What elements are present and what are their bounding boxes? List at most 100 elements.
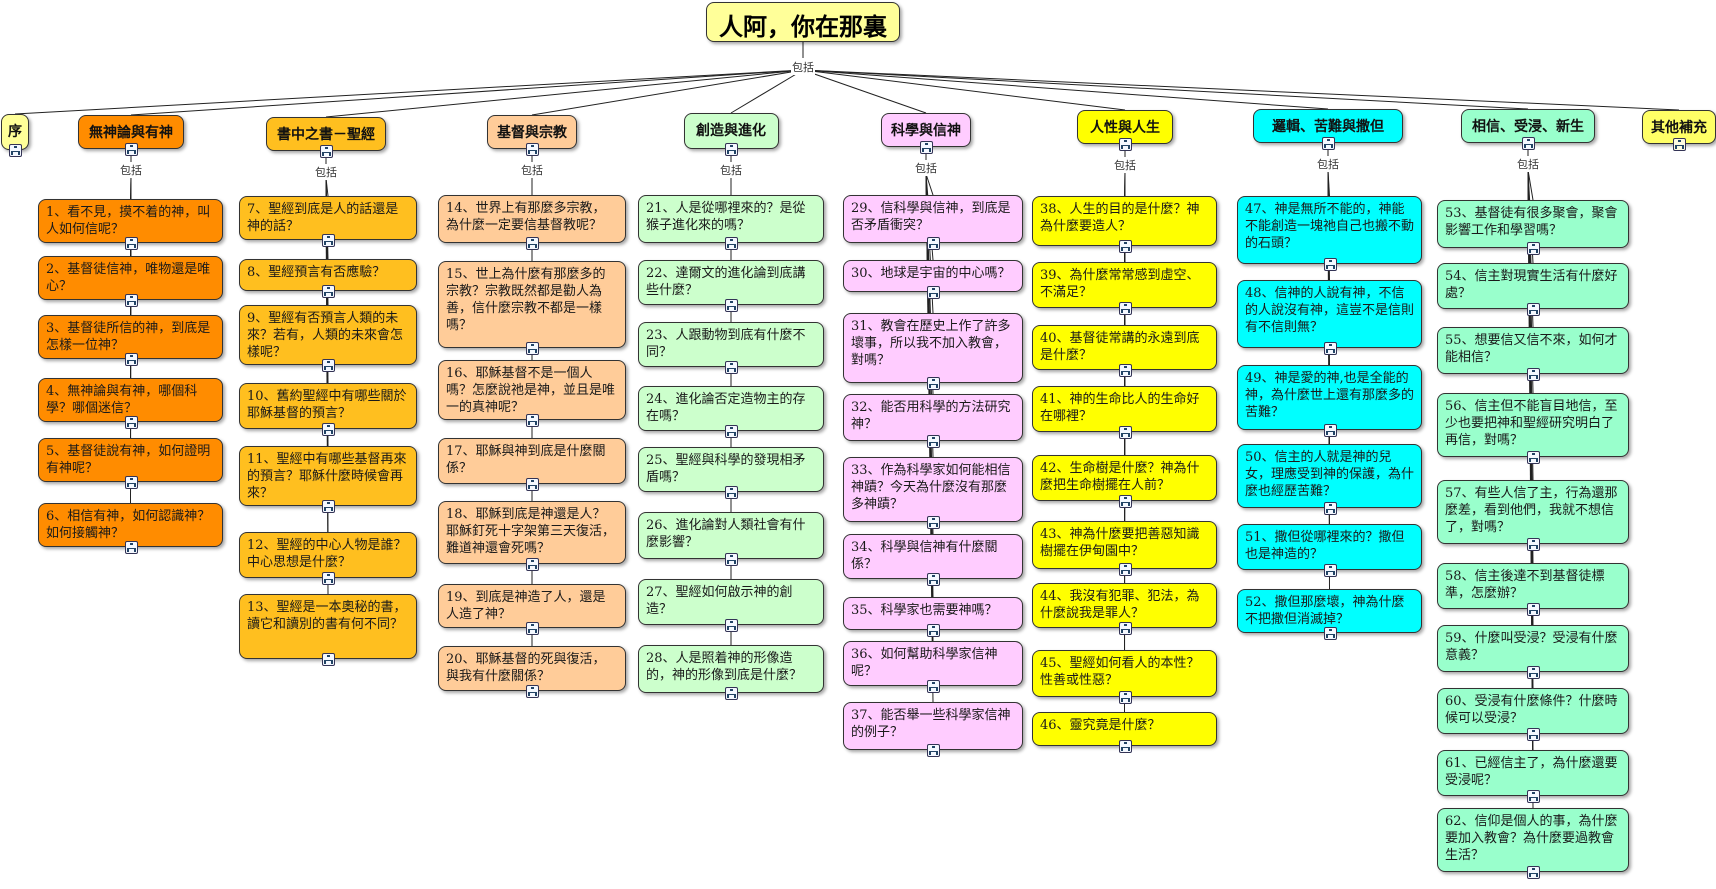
question-node[interactable]: 40、基督徒常講的永遠到底是什麼？ xyxy=(1032,325,1217,370)
submap-icon[interactable] xyxy=(322,359,335,372)
question-node[interactable]: 49、神是愛的神,也是全能的神，為什麼世上還有那麼多的苦難？ xyxy=(1237,365,1422,430)
question-node[interactable]: 7、聖經到底是人的話還是神的話？ xyxy=(239,196,417,240)
submap-icon[interactable] xyxy=(1323,424,1337,437)
question-node[interactable]: 24、進化論否定造物主的存在嗎？ xyxy=(638,386,824,431)
question-node[interactable]: 43、神為什麼要把善惡知識樹擺在伊甸園中？ xyxy=(1032,521,1217,569)
submap-icon[interactable] xyxy=(927,286,940,299)
question-node[interactable]: 34、科學與信神有什麼關係？ xyxy=(843,534,1023,579)
submap-icon[interactable] xyxy=(526,478,539,491)
submap-icon[interactable] xyxy=(322,500,335,513)
submap-icon[interactable] xyxy=(1119,138,1132,151)
submap-icon[interactable] xyxy=(1527,538,1540,551)
submap-icon[interactable] xyxy=(322,285,335,298)
question-node[interactable]: 19、到底是神造了人，還是人造了神？ xyxy=(438,584,626,628)
question-node[interactable]: 2、基督徒信神，唯物還是唯心？ xyxy=(38,256,223,300)
submap-icon[interactable] xyxy=(1527,451,1540,464)
question-node[interactable]: 28、人是照着神的形像造的，神的形像到底是什麼？ xyxy=(638,645,824,693)
question-node[interactable]: 57、有些人信了主，行為還那麼差，看到他們，我就不想信了，對嗎？ xyxy=(1437,480,1629,544)
submap-icon[interactable] xyxy=(322,234,335,247)
question-node[interactable]: 42、生命樹是什麼？神為什麼把生命樹擺在人前？ xyxy=(1032,455,1217,501)
submap-icon[interactable] xyxy=(1323,258,1337,271)
question-node[interactable]: 4、無神論與有神，哪個科學？哪個迷信？ xyxy=(38,378,223,422)
submap-icon[interactable] xyxy=(1118,426,1132,439)
question-node[interactable]: 59、什麼叫受浸？受浸有什麼意義？ xyxy=(1437,625,1629,672)
submap-icon[interactable] xyxy=(1118,740,1132,753)
submap-icon[interactable] xyxy=(1323,564,1337,577)
question-node[interactable]: 9、聖經有否預言人類的未來？若有，人類的未來會怎樣呢？ xyxy=(239,305,417,365)
question-node[interactable]: 11、聖經中有哪些基督再來的預言？耶穌什麼時候會再來？ xyxy=(239,446,417,506)
submap-icon[interactable] xyxy=(1118,302,1132,315)
submap-icon[interactable] xyxy=(927,680,940,693)
category-c1[interactable]: 無神論與有神 xyxy=(78,115,184,149)
question-node[interactable]: 10、舊約聖經中有哪些關於耶穌基督的預言？ xyxy=(239,383,417,429)
submap-icon[interactable] xyxy=(725,237,738,250)
question-node[interactable]: 47、神是無所不能的，神能不能創造一塊祂自己也搬不動的石頭？ xyxy=(1237,196,1422,264)
question-node[interactable]: 38、人生的目的是什麼？神為什麼要造人？ xyxy=(1032,196,1217,246)
submap-icon[interactable] xyxy=(1527,303,1540,316)
submap-icon[interactable] xyxy=(526,622,539,635)
submap-icon[interactable] xyxy=(1323,627,1337,640)
submap-icon[interactable] xyxy=(1118,563,1132,576)
question-node[interactable]: 32、能否用科學的方法研究神？ xyxy=(843,394,1023,441)
submap-icon[interactable] xyxy=(1322,137,1335,150)
question-node[interactable]: 22、達爾文的進化論到底講些什麼？ xyxy=(638,260,824,305)
submap-icon[interactable] xyxy=(1522,137,1535,150)
question-node[interactable]: 41、神的生命比人的生命好在哪裡？ xyxy=(1032,386,1217,432)
submap-icon[interactable] xyxy=(1323,342,1337,355)
question-node[interactable]: 54、信主對現實生活有什麼好處？ xyxy=(1437,263,1629,309)
submap-icon[interactable] xyxy=(725,361,738,374)
question-node[interactable]: 33、作為科學家如何能相信神蹟？今天為什麼沒有那麼多神蹟？ xyxy=(843,457,1023,522)
question-node[interactable]: 56、信主但不能盲目地信，至少也要把神和聖經研究明白了再信，對嗎？ xyxy=(1437,393,1629,457)
submap-icon[interactable] xyxy=(1527,790,1540,803)
submap-icon[interactable] xyxy=(725,425,738,438)
question-node[interactable]: 23、人跟動物到底有什麼不同？ xyxy=(638,322,824,367)
submap-icon[interactable] xyxy=(526,414,539,427)
submap-icon[interactable] xyxy=(927,237,940,250)
submap-icon[interactable] xyxy=(725,486,738,499)
question-node[interactable]: 52、撒但那麼壞，神為什麼不把撒但消滅掉？ xyxy=(1237,589,1422,633)
question-node[interactable]: 53、基督徒有很多聚會，聚會影響工作和學習嗎？ xyxy=(1437,200,1629,248)
question-node[interactable]: 27、聖經如何啟示神的創造？ xyxy=(638,579,824,625)
submap-icon[interactable] xyxy=(927,624,940,637)
submap-icon[interactable] xyxy=(1118,364,1132,377)
question-node[interactable]: 45、聖經如何看人的本性？性善或性惡？ xyxy=(1032,650,1217,697)
question-node[interactable]: 50、信主的人就是神的兒女，理應受到神的保護，為什麼也經歷苦難？ xyxy=(1237,444,1422,508)
submap-icon[interactable] xyxy=(1527,666,1540,679)
submap-icon[interactable] xyxy=(124,294,138,307)
submap-icon[interactable] xyxy=(927,573,940,586)
question-node[interactable]: 31、教會在歷史上作了許多壞事，所以我不加入教會，對嗎？ xyxy=(843,313,1023,383)
submap-icon[interactable] xyxy=(725,299,738,312)
submap-icon[interactable] xyxy=(725,553,738,566)
submap-icon[interactable] xyxy=(725,143,738,156)
question-node[interactable]: 18、耶穌到底是神還是人？耶穌釘死十字架第三天復活，難道神還會死嗎？ xyxy=(438,501,626,564)
question-node[interactable]: 60、受浸有什麼條件？什麼時候可以受浸？ xyxy=(1437,688,1629,734)
question-node[interactable]: 16、耶穌基督不是一個人嗎？怎麼說祂是神，並且是唯一的真神呢？ xyxy=(438,360,626,420)
question-node[interactable]: 3、基督徒所信的神，到底是怎樣一位神？ xyxy=(38,315,223,359)
submap-icon[interactable] xyxy=(1527,603,1540,616)
submap-icon[interactable] xyxy=(927,377,940,390)
question-node[interactable]: 21、人是從哪裡來的？是從猴子進化來的嗎？ xyxy=(638,195,824,243)
submap-icon[interactable] xyxy=(1527,866,1540,879)
category-c5[interactable]: 科學與信神 xyxy=(881,113,971,147)
submap-icon[interactable] xyxy=(322,423,335,436)
submap-icon[interactable] xyxy=(124,416,138,429)
question-node[interactable]: 17、耶穌與神到底是什麼關係？ xyxy=(438,438,626,484)
submap-icon[interactable] xyxy=(927,435,940,448)
submap-icon[interactable] xyxy=(927,744,940,757)
submap-icon[interactable] xyxy=(1118,691,1132,704)
submap-icon[interactable] xyxy=(526,685,539,698)
submap-icon[interactable] xyxy=(1118,622,1132,635)
question-node[interactable]: 39、為什麼常常感到虛空、不滿足？ xyxy=(1032,262,1217,308)
submap-icon[interactable] xyxy=(1118,495,1132,508)
submap-icon[interactable] xyxy=(1527,728,1540,741)
submap-icon[interactable] xyxy=(526,342,539,355)
submap-icon[interactable] xyxy=(1323,502,1337,515)
submap-icon[interactable] xyxy=(9,144,22,157)
question-node[interactable]: 37、能否舉一些科學家信神的例子？ xyxy=(843,702,1023,750)
question-node[interactable]: 13、聖經是一本奧秘的書，讀它和讀別的書有何不同？ xyxy=(239,594,417,659)
submap-icon[interactable] xyxy=(1118,240,1132,253)
question-node[interactable]: 12、聖經的中心人物是誰？中心思想是什麼？ xyxy=(239,532,417,578)
question-node[interactable]: 25、聖經與科學的發現相矛盾嗎？ xyxy=(638,447,824,492)
question-node[interactable]: 55、想要信又信不來，如何才能相信？ xyxy=(1437,327,1629,374)
submap-icon[interactable] xyxy=(1527,368,1540,381)
